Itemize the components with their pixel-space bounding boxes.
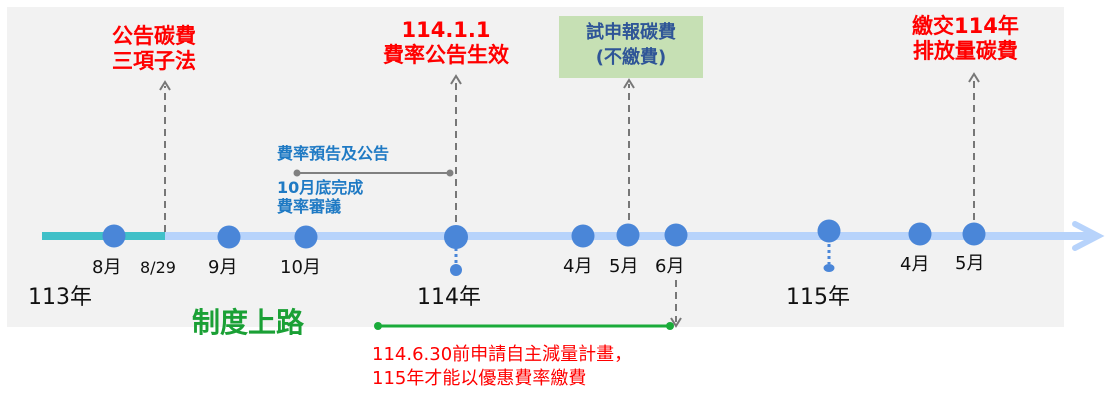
dot-114-5 xyxy=(616,223,640,247)
law-label: 公告碳費 三項子法 xyxy=(112,24,196,74)
month-8: 8月 xyxy=(92,257,122,278)
month-114-5: 5月 xyxy=(609,256,639,277)
year-114: 114年 xyxy=(417,285,481,310)
dot-114-4 xyxy=(571,224,595,248)
pay-label: 繳交114年 排放量碳費 xyxy=(912,14,1019,64)
dot-115-4 xyxy=(908,222,932,246)
month-115-5: 5月 xyxy=(955,253,985,274)
announce-note: 費率預告及公告 xyxy=(277,144,390,163)
year-115: 115年 xyxy=(786,285,850,310)
dot-114 xyxy=(444,225,468,249)
dot-113-8 xyxy=(102,224,126,248)
pay-line-1: 繳交114年 xyxy=(912,14,1019,38)
year-113: 113年 xyxy=(28,285,92,310)
trial-label: 試申報碳費 (不繳費) xyxy=(559,20,703,70)
review-line-2: 費率審議 xyxy=(277,197,342,217)
month-115-4: 4月 xyxy=(900,254,930,275)
system-launch-label: 制度上路 xyxy=(192,306,305,339)
effective-text: 費率公告生效 xyxy=(383,43,509,68)
dot-115 xyxy=(817,219,841,243)
month-10: 10月 xyxy=(280,257,321,278)
review-note: 10月底完成 費率審議 xyxy=(277,178,363,216)
trial-line-2: (不繳費) xyxy=(595,47,667,69)
timeline-arrow-head xyxy=(1072,221,1105,251)
date-8-29: 8/29 xyxy=(140,258,176,277)
dot-113-9 xyxy=(217,225,241,249)
dot-114-6 xyxy=(664,223,688,247)
law-line-1: 公告碳費 xyxy=(112,24,196,48)
dot-115-5 xyxy=(962,222,986,246)
deadline-note: 114.6.30前申請自主減量計畫， 115年才能以優惠費率繳費 xyxy=(372,343,632,392)
month-114-4: 4月 xyxy=(563,256,593,277)
trial-line-1: 試申報碳費 xyxy=(586,22,676,43)
law-line-2: 三項子法 xyxy=(112,49,196,74)
effective-label: 114.1.1 費率公告生效 xyxy=(383,18,509,68)
review-line-1: 10月底完成 xyxy=(277,178,364,197)
deadline-line-2: 115年才能以優惠費率繳費 xyxy=(372,368,587,390)
pay-line-2: 排放量碳費 xyxy=(912,39,1018,64)
month-9: 9月 xyxy=(208,257,238,278)
trial-box xyxy=(559,16,703,78)
timeline-panel xyxy=(7,7,1064,327)
month-114-6: 6月 xyxy=(655,256,685,277)
effective-date: 114.1.1 xyxy=(401,18,491,42)
deadline-line-1: 114.6.30前申請自主減量計畫， xyxy=(372,344,633,365)
timeline-axis xyxy=(165,232,1045,240)
dot-113-10 xyxy=(294,225,318,249)
